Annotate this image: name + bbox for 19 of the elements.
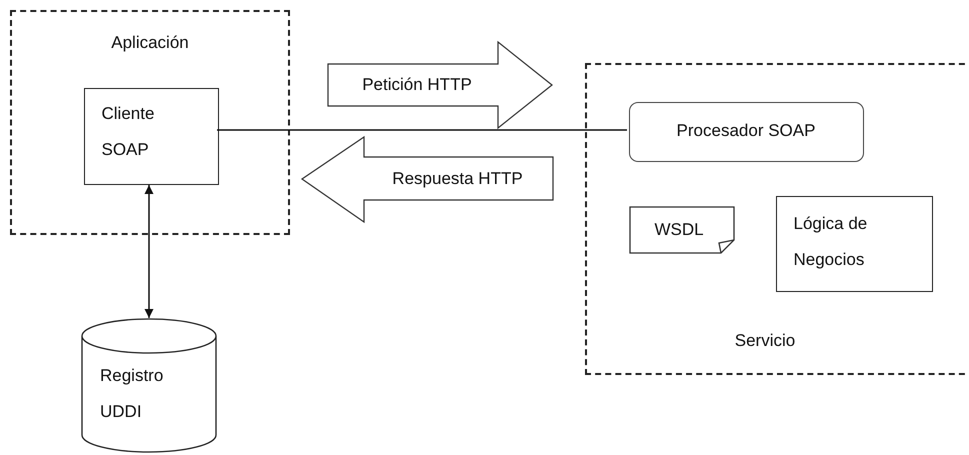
registry-cylinder: [82, 318, 216, 453]
node-label: WSDL: [653, 219, 705, 241]
document-shape: [629, 206, 735, 254]
request-block-arrow: [328, 42, 552, 128]
node-label: Aplicación: [110, 32, 190, 54]
node-label: Registro UDDI: [100, 365, 164, 423]
application-group: [10, 10, 290, 235]
node-label: Respuesta HTTP: [391, 168, 524, 190]
processor-box: [629, 102, 864, 162]
response-block-arrow: [302, 137, 553, 222]
node-label: Lógica de Negocios: [794, 212, 868, 270]
node-label: Petición HTTP: [361, 74, 473, 96]
node-label: Servicio: [734, 330, 796, 352]
logic-box: [776, 196, 933, 292]
node-label: Cliente SOAP: [102, 102, 156, 160]
connector-line: [217, 129, 627, 131]
arrow: [144, 185, 154, 318]
client-box: [84, 88, 219, 185]
node-label: Procesador SOAP: [676, 120, 816, 142]
